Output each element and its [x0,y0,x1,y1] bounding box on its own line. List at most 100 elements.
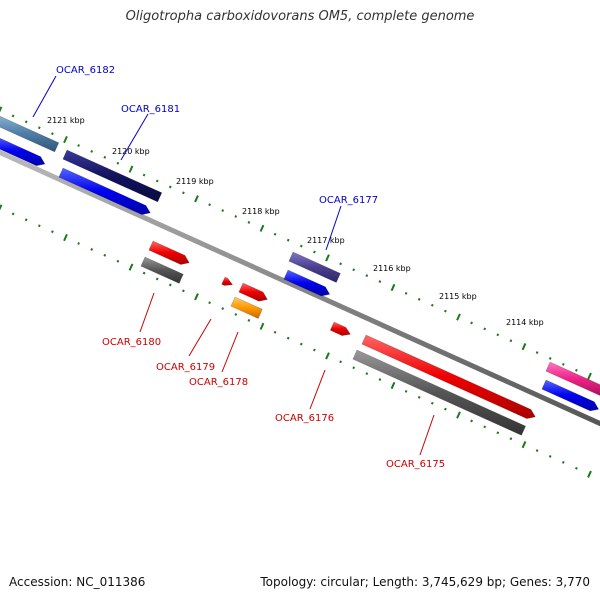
strand-tick [404,389,408,393]
leader-line [32,75,57,118]
strand-tick [51,230,54,234]
strand-tick [470,419,473,423]
leader-line [419,414,435,456]
scale-tick [496,333,500,337]
gene-feature-edge[interactable] [545,361,600,396]
genome-summary: Topology: circular; Length: 3,745,629 bp… [260,575,590,589]
scale-tick [561,362,565,366]
gene-feature-ocar-6181[interactable] [62,149,163,203]
scale-tick [325,254,330,262]
scale-tick [483,327,487,331]
scale-tick [286,238,290,242]
scale-tick [470,321,473,325]
scale-tick [339,262,342,266]
cds-feature-ocar-6180[interactable] [148,240,190,265]
strand-tick [103,253,107,257]
label-leaders [32,75,435,456]
strand-tick [587,470,592,478]
scale-tick [128,165,134,173]
cds-feature-ocar-6176[interactable] [329,321,351,336]
scale-tick [0,106,3,113]
gene-label-ocar-6179[interactable]: OCAR_6179 [156,362,215,373]
scale-tick [299,244,303,248]
strand-tick [390,381,396,390]
trna-feature-ocar-6178[interactable] [230,296,263,319]
scale-tick [352,268,356,272]
strand-tick [365,372,369,376]
strand-tick [24,218,28,222]
leader-line [325,205,342,251]
scale-tick [575,368,578,372]
gene-label-ocar-6177[interactable]: OCAR_6177 [319,195,378,206]
scale-tick [273,232,277,236]
scale-tick [404,291,408,295]
strand-tick [286,336,290,340]
scale-tick [11,114,15,118]
scale-tick [24,120,28,124]
scale-tick [417,297,421,301]
cds-feature-ocar-6175[interactable] [361,334,536,419]
gene-label-ocar-6175[interactable]: OCAR_6175 [386,459,445,470]
cds-feature-ocar-6182[interactable] [0,136,46,167]
gene-label-ocar-6180[interactable]: OCAR_6180 [102,337,161,348]
page-title: Oligotropha carboxidovorans OM5, complet… [125,9,475,24]
scale-tick [521,343,527,351]
strand-tick [273,330,277,334]
gene-label-ocar-6181[interactable]: OCAR_6181 [121,104,180,115]
gene-feature-ocar-6180[interactable] [140,256,184,284]
strand-tick [496,431,500,435]
scale-tick [155,179,159,183]
strand-tick [194,293,199,301]
kbp-label: 2117 kbp [307,236,345,245]
scale-tick [365,274,369,278]
cds-feature-ocar-6181[interactable] [58,167,151,215]
strand-tick [155,277,159,281]
gene-label-ocar-6182[interactable]: OCAR_6182 [56,65,115,76]
scale-tick [37,126,41,130]
strand-tick [116,259,120,263]
cds-feature-ocar-6178[interactable] [238,282,268,302]
gene-label-ocar-6176[interactable]: OCAR_6176 [275,413,334,424]
kbp-label: 2120 kbp [112,147,150,156]
scale-tick [378,280,382,283]
kbp-label: 2119 kbp [176,177,214,186]
cds-feature-edge[interactable] [541,379,600,412]
kbp-label: 2118 kbp [242,207,280,216]
scale-tick [51,132,54,136]
scale-tick [259,224,265,232]
strand-tick [352,366,356,370]
scale-tick [234,215,238,218]
leader-line [221,331,239,373]
scale-tick [90,149,94,153]
scale-tick [535,351,539,354]
strand-tick [142,271,146,275]
gene-feature-ocar-6177[interactable] [288,251,341,283]
scale-tick [116,161,120,165]
scale-tick [182,191,185,195]
strand-tick [221,307,225,310]
strand-tick [456,411,461,419]
tick-marks [0,106,592,478]
cds-feature-ocar-6179[interactable] [221,276,234,286]
strand-tick [182,289,185,293]
strand-tick [168,283,172,287]
strand-tick [548,455,552,458]
cds-feature-ocar-6177[interactable] [283,269,331,297]
accession-text: Accession: NC_011386 [9,575,146,589]
genome-backbone [0,149,600,427]
kbp-scale: 2121 kbp 2120 kbp 2119 kbp 2118 kbp 2117… [47,116,544,327]
strand-tick [208,301,211,305]
scale-tick [430,303,434,307]
scale-tick [208,203,211,207]
scale-tick [221,209,225,212]
gene-feature-ocar-6175[interactable] [352,349,526,436]
strand-tick [37,224,41,228]
kbp-label: 2116 kbp [373,264,411,273]
gene-label-ocar-6178[interactable]: OCAR_6178 [189,377,248,388]
gene-feature-ocar-6182[interactable] [0,114,60,153]
strand-tick [417,395,421,399]
scale-tick [194,195,199,203]
kbp-label: 2114 kbp [506,318,544,327]
scale-tick [103,155,107,159]
